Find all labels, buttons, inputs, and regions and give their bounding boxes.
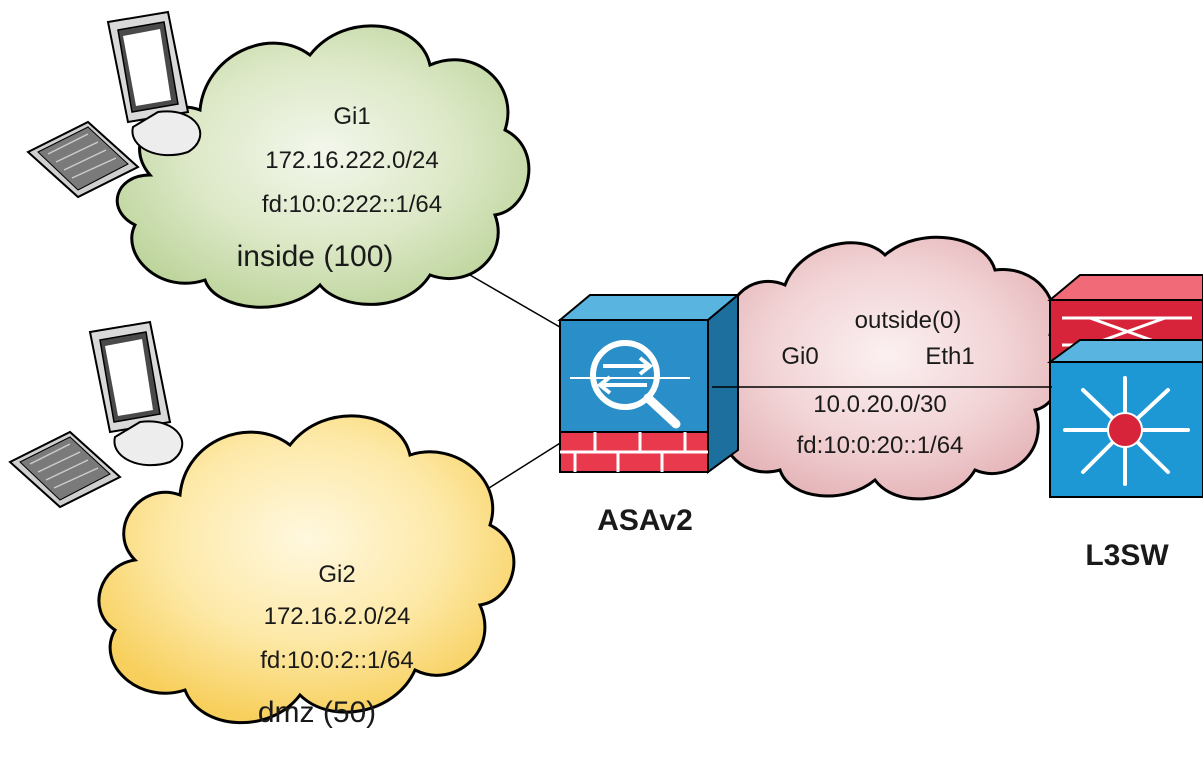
inside-ipv4-label: 172.16.222.0/24	[265, 147, 439, 174]
outside-ipv6-label: fd:10:0:20::1/64	[797, 432, 964, 459]
inside-ipv6-label: fd:10:0:222::1/64	[262, 191, 442, 218]
link-inside-asa	[469, 274, 566, 331]
inside-zone-label: inside (100)	[237, 240, 394, 273]
inside-cloud	[115, 24, 531, 309]
dmz-interface-label: Gi2	[318, 561, 355, 588]
outside-zone-label: outside(0)	[855, 307, 962, 334]
layer3-switch-icon	[1046, 274, 1203, 498]
dmz-cloud	[97, 414, 516, 725]
dmz-zone-label: dmz (50)	[258, 696, 376, 729]
inside-interface-label: Gi1	[333, 103, 370, 130]
outside-switch-interface-label: Eth1	[925, 343, 974, 370]
dmz-ipv6-label: fd:10:0:2::1/64	[260, 647, 413, 674]
outside-ipv4-label: 10.0.20.0/30	[813, 391, 946, 418]
dmz-ipv4-label: 172.16.2.0/24	[264, 603, 411, 630]
asa-firewall-icon	[557, 292, 741, 474]
workstation-icon	[26, 10, 202, 199]
outside-cloud	[709, 235, 1065, 501]
firewall-label: ASAv2	[597, 504, 693, 537]
workstation-icon	[8, 320, 184, 509]
switch-label: L3SW	[1085, 539, 1169, 572]
outside-asa-interface-label: Gi0	[781, 343, 818, 370]
